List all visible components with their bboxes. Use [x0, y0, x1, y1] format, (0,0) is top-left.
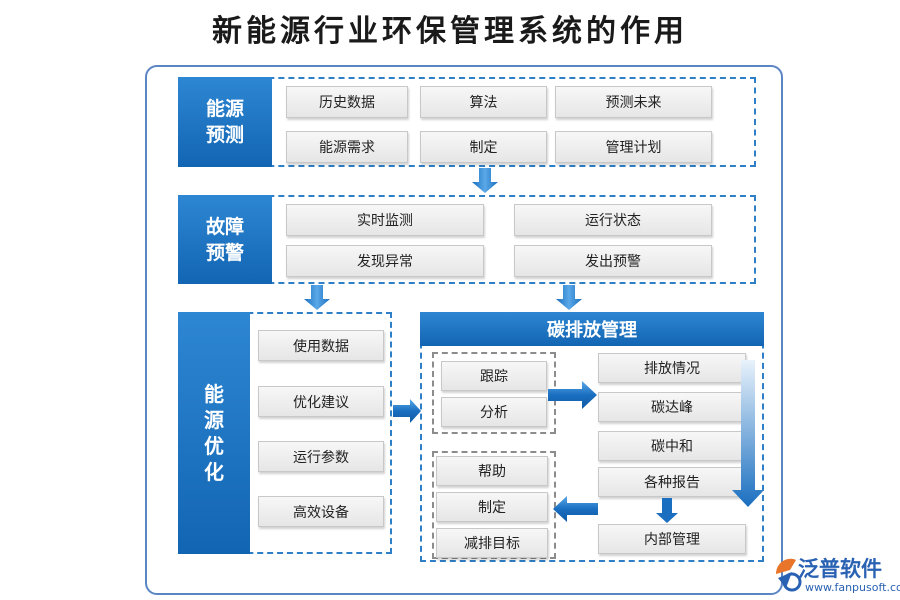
forecast-label: 能源预测: [205, 98, 244, 146]
arrow-down-icon: [472, 168, 498, 193]
fault-item: 发出预警: [514, 245, 712, 277]
optimize-item: 运行参数: [258, 441, 384, 472]
fault-label: 故障预警: [205, 215, 244, 264]
forecast-item: 能源需求: [286, 131, 408, 163]
help-group: [432, 451, 556, 559]
result-item: 碳中和: [598, 431, 746, 461]
help-item: 减排目标: [436, 528, 548, 558]
fault-header: 故障预警: [178, 195, 272, 284]
fault-item: 实时监测: [286, 204, 484, 236]
help-item: 制定: [436, 492, 548, 522]
internal-management: 内部管理: [598, 524, 746, 554]
optimize-label: 能源优化: [204, 382, 224, 484]
arrow-right-icon: [548, 381, 597, 409]
track-item: 跟踪: [441, 361, 547, 391]
logo-name: 泛普软件: [798, 557, 882, 581]
optimize-item: 优化建议: [258, 386, 384, 417]
optimize-header: 能源优化: [178, 312, 250, 554]
arrow-down-icon: [732, 360, 764, 507]
optimize-item: 高效设备: [258, 496, 384, 527]
forecast-item: 历史数据: [286, 86, 408, 118]
page-title: 新能源行业环保管理系统的作用: [212, 14, 688, 49]
arrow-down-icon: [556, 285, 582, 310]
help-item: 帮助: [436, 456, 548, 486]
forecast-item: 算法: [420, 86, 547, 118]
forecast-item: 预测未来: [555, 86, 712, 118]
arrow-left-icon: [553, 496, 598, 522]
fault-item: 运行状态: [514, 204, 712, 236]
forecast-header: 能源预测: [178, 77, 272, 167]
fanpu-logo-icon: [776, 558, 802, 592]
track-item: 分析: [441, 397, 547, 427]
arrow-right-icon: [393, 399, 421, 423]
forecast-item: 制定: [420, 131, 547, 163]
arrow-down-icon: [656, 498, 678, 523]
arrow-down-icon: [304, 285, 330, 310]
logo-url: www.fanpusoft.com: [805, 581, 900, 594]
optimize-item: 使用数据: [258, 330, 384, 361]
fault-item: 发现异常: [286, 245, 484, 277]
result-item: 各种报告: [598, 467, 746, 497]
result-item: 碳达峰: [598, 392, 746, 422]
result-item: 排放情况: [598, 353, 746, 383]
forecast-item: 管理计划: [555, 131, 712, 163]
carbon-header: 碳排放管理: [420, 312, 764, 346]
